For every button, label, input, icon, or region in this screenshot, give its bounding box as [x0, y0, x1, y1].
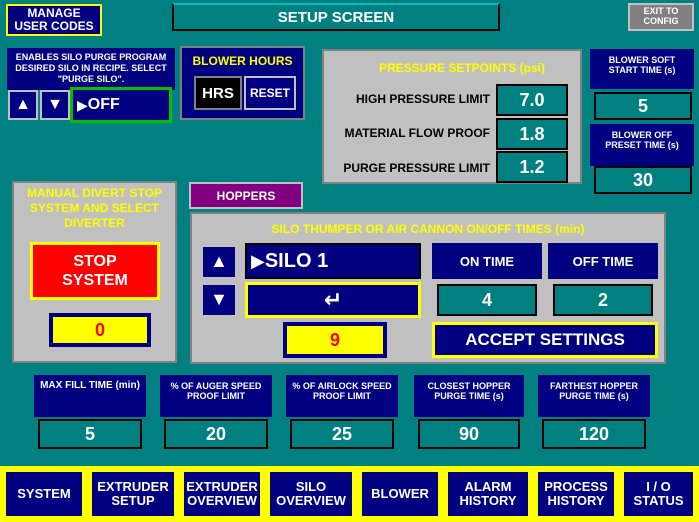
- silo-up-button[interactable]: ▲: [201, 245, 237, 279]
- purge-down-button[interactable]: ▼: [40, 90, 70, 120]
- manual-divert-title: MANUAL DIVERT STOP SYSTEM AND SELECT DIV…: [27, 186, 162, 230]
- enter-button[interactable]: ↵: [245, 282, 421, 318]
- material-flow-field[interactable]: 1.8: [496, 118, 568, 150]
- page-title: SETUP SCREEN: [172, 3, 500, 31]
- closest-hopper-field[interactable]: 90: [418, 419, 520, 449]
- farthest-hopper-field[interactable]: 120: [542, 419, 646, 449]
- airlock-speed-caption: % OF AIRLOCK SPEED PROOF LIMIT: [292, 381, 392, 402]
- accept-settings-button[interactable]: ACCEPT SETTINGS: [432, 322, 658, 358]
- nav-alarm-history-button[interactable]: ALARM HISTORY: [445, 469, 531, 519]
- high-pressure-field[interactable]: 7.0: [496, 84, 568, 116]
- hoppers-button[interactable]: HOPPERS: [189, 182, 303, 209]
- nav-blower-button[interactable]: BLOWER: [359, 469, 441, 519]
- off-time-header: OFF TIME: [548, 243, 658, 279]
- pressure-setpoints-panel: PRESSURE SETPOINTS (psi): [322, 49, 582, 184]
- purge-up-button[interactable]: ▲: [8, 90, 38, 120]
- auger-speed-caption: % OF AUGER SPEED PROOF LIMIT: [170, 381, 262, 402]
- material-flow-label: MATERIAL FLOW PROOF: [344, 126, 490, 140]
- closest-hopper-box: CLOSEST HOPPER PURGE TIME (s): [414, 375, 524, 417]
- play-arrow-icon: ▶: [77, 96, 88, 113]
- on-time-field[interactable]: 4: [437, 284, 537, 316]
- farthest-hopper-box: FARTHEST HOPPER PURGE TIME (s): [538, 375, 650, 417]
- nav-io-status-button[interactable]: I / O STATUS: [621, 469, 696, 519]
- high-pressure-label: HIGH PRESSURE LIMIT: [355, 92, 490, 106]
- thumper-count-field[interactable]: 9: [283, 322, 387, 358]
- nav-extruder-overview-button[interactable]: EXTRUDER OVERVIEW: [181, 469, 263, 519]
- purge-pressure-field[interactable]: 1.2: [496, 151, 568, 183]
- thumper-title: SILO THUMPER OR AIR CANNON ON/OFF TIMES …: [271, 222, 585, 236]
- blower-hours-title: BLOWER HOURS: [192, 54, 293, 68]
- purge-caption: ENABLES SILO PURGE PROGRAM DESIRED SILO …: [7, 48, 175, 90]
- stop-system-button[interactable]: STOP SYSTEM: [30, 242, 160, 300]
- diverter-field[interactable]: 0: [49, 313, 151, 347]
- blower-off-box: BLOWER OFF PRESET TIME (s): [590, 124, 694, 166]
- hrs-display: HRS: [194, 76, 242, 110]
- airlock-speed-field[interactable]: 25: [290, 419, 394, 449]
- closest-hopper-caption: CLOSEST HOPPER PURGE TIME (s): [427, 381, 511, 402]
- max-fill-field[interactable]: 5: [38, 419, 142, 449]
- silo-select[interactable]: ▶ SILO 1: [245, 243, 421, 279]
- silo-value: SILO 1: [264, 249, 329, 272]
- airlock-speed-box: % OF AIRLOCK SPEED PROOF LIMIT: [286, 375, 398, 417]
- blower-off-field[interactable]: 30: [594, 166, 692, 194]
- blower-off-caption: BLOWER OFF PRESET TIME (s): [605, 130, 679, 151]
- purge-select[interactable]: ▶ OFF: [70, 87, 172, 123]
- farthest-hopper-caption: FARTHEST HOPPER PURGE TIME (s): [549, 381, 638, 402]
- pressure-title: PRESSURE SETPOINTS (psi): [378, 61, 546, 75]
- silo-down-button[interactable]: ▼: [201, 283, 237, 317]
- blower-hours-reset-button[interactable]: RESET: [244, 76, 296, 110]
- off-time-field[interactable]: 2: [553, 284, 653, 316]
- blower-soft-box: BLOWER SOFT START TIME (s): [590, 49, 694, 89]
- nav-system-button[interactable]: SYSTEM: [3, 469, 85, 519]
- purge-value: OFF: [87, 96, 120, 113]
- nav-silo-overview-button[interactable]: SILO OVERVIEW: [267, 469, 355, 519]
- purge-pressure-label: PURGE PRESSURE LIMIT: [343, 161, 490, 175]
- exit-to-config-button[interactable]: EXIT TO CONFIG: [628, 3, 694, 31]
- blower-soft-field[interactable]: 5: [594, 92, 692, 120]
- auger-speed-field[interactable]: 20: [164, 419, 268, 449]
- max-fill-caption: MAX FILL TIME (min): [40, 380, 140, 391]
- max-fill-box: MAX FILL TIME (min): [34, 375, 146, 417]
- nav-extruder-setup-button[interactable]: EXTRUDER SETUP: [89, 469, 177, 519]
- play-arrow-icon: ▶: [251, 250, 265, 271]
- manage-user-codes-button[interactable]: MANAGE USER CODES: [6, 4, 102, 36]
- on-time-header: ON TIME: [432, 243, 542, 279]
- blower-soft-caption: BLOWER SOFT START TIME (s): [608, 55, 676, 76]
- blower-hours-panel: BLOWER HOURS HRS RESET: [180, 46, 305, 120]
- auger-speed-box: % OF AUGER SPEED PROOF LIMIT: [160, 375, 272, 417]
- nav-process-history-button[interactable]: PROCESS HISTORY: [535, 469, 617, 519]
